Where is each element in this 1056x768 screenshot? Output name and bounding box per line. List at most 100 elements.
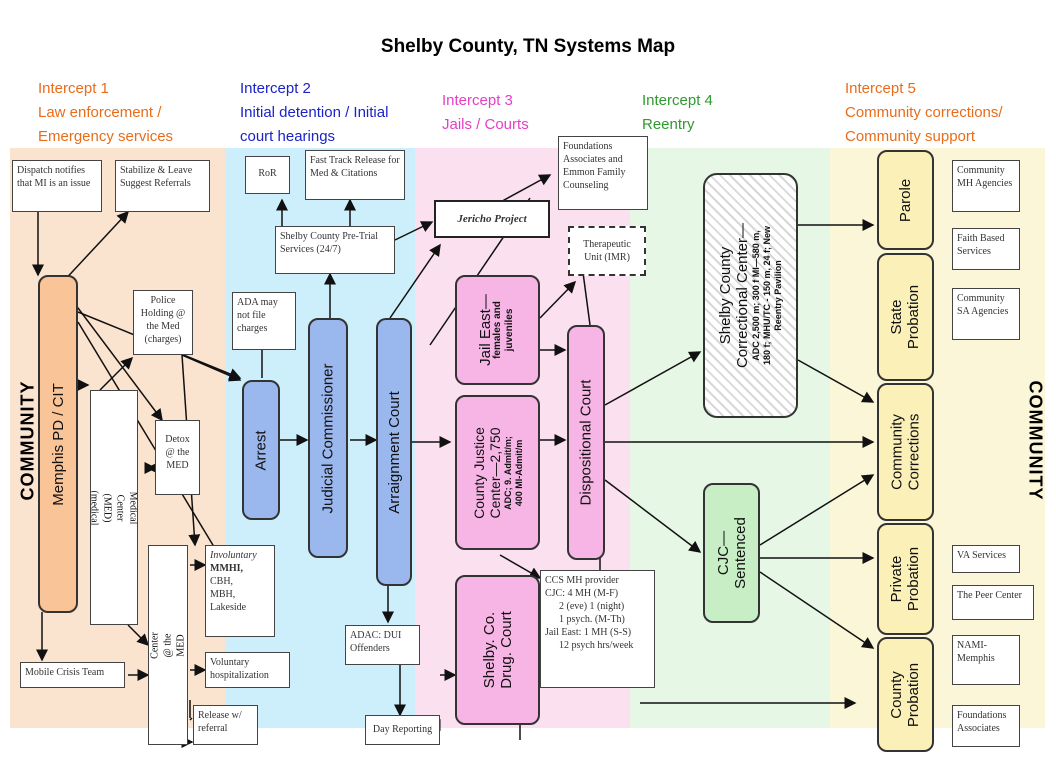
intercept3-label: Intercept 3	[442, 92, 513, 109]
ccs-line-6: 12 psych hrs/week	[559, 640, 634, 651]
therapeutic-unit-box: Therapeutic Unit (IMR)	[568, 226, 646, 276]
county-probation-node: County Probation	[877, 637, 934, 752]
memphis-pd-label: Memphis PD / CIT	[49, 382, 67, 506]
intercept5-heading: Intercept 5 Community corrections/ Commu…	[845, 77, 1003, 149]
ccs-line-5: Jail East: 1 MH (S-S)	[545, 627, 632, 638]
involuntary-cbh: CBH,	[210, 576, 234, 587]
community-corrections-node: Community Corrections	[877, 383, 934, 521]
arrest-label: Arrest	[252, 429, 270, 471]
jail-east-node: Jail East— females and juveniles	[455, 275, 540, 385]
community-sa-box: Community SA Agencies	[952, 288, 1020, 340]
ccs-line-4: 1 psych. (M-Th)	[559, 614, 625, 625]
cjc-sentenced-node: CJC— Sentenced	[703, 483, 760, 623]
cjc-stat-a: ADC; 9. Admit/m;	[502, 435, 513, 510]
ada-box: ADA may not file charges	[232, 292, 296, 350]
ccs-provider-box: CCS MH provider CJC: 4 MH (M-F) 2 (eve) …	[540, 570, 655, 688]
dispatch-box: Dispatch notifies that MI is an issue	[12, 160, 102, 212]
county-probation-title-a: County	[888, 670, 906, 719]
police-holding-box: Police Holding @ the Med (charges)	[133, 290, 193, 355]
scc-stat-a: ADC 2,500 m; 300 f MI—580 m,	[751, 230, 761, 361]
judicial-commissioner-node: Judicial Commissioner	[308, 318, 348, 558]
cjc-title-b: Center—2,750	[486, 426, 503, 519]
private-probation-title-b: Probation	[905, 546, 923, 612]
shelby-correctional-center-node: Shelby County Correctional Center— ADC 2…	[703, 173, 798, 418]
state-probation-label: State Probation	[889, 285, 923, 349]
lakeside-label: Lakeside Triage Center @ the MED (no cha…	[149, 631, 187, 659]
scc-title-b: Correctional Center—	[734, 222, 751, 369]
community-corrections-label: Community Corrections	[889, 414, 923, 491]
cjc-label: County Justice Center—2,750 ADC; 9. Admi…	[471, 427, 525, 519]
intercept4-subtitle: Reentry	[642, 116, 695, 133]
parole-label: Parole	[896, 178, 914, 222]
fast-track-box: Fast Track Release for Med & Citations	[305, 150, 405, 200]
jail-east-sub-b: juveniles	[503, 308, 515, 352]
drug-court-title-a: Shelby. Co.	[480, 611, 498, 689]
dispositional-court-node: Dispositional Court	[567, 325, 605, 560]
dispositional-court-label: Dispositional Court	[577, 379, 595, 506]
pretrial-services-box: Shelby County Pre-Trial Services (24/7)	[275, 226, 395, 274]
intercept3-subtitle: Jails / Courts	[442, 116, 529, 133]
rmc-box: Regional Medical Center (MED) (medical c…	[90, 390, 138, 625]
intercept3-heading: Intercept 3 Jails / Courts	[442, 89, 529, 137]
faith-based-box: Faith Based Services	[952, 228, 1020, 270]
judicial-commissioner-label: Judicial Commissioner	[319, 362, 337, 514]
rmc-label: Regional Medical Center (MED) (medical c…	[90, 490, 138, 525]
involuntary-mmhi: MMHI,	[210, 563, 244, 574]
va-services-box: VA Services	[952, 545, 1020, 573]
ccs-line-1: CCS MH provider	[545, 575, 619, 586]
community-corrections-title-b: Corrections	[905, 413, 923, 491]
stabilize-box: Stabilize & Leave Suggest Referrals	[115, 160, 210, 212]
jericho-project-box: Jericho Project	[434, 200, 550, 238]
scc-stat-c: Reentry Pavilion	[773, 260, 783, 331]
intercept1-heading: Intercept 1 Law enforcement / Emergency …	[38, 77, 173, 149]
release-box: Release w/ referral	[193, 705, 258, 745]
scc-title-a: Shelby County	[717, 246, 734, 345]
scc-label: Shelby County Correctional Center— ADC 2…	[717, 223, 784, 368]
arraignment-court-label: Arraignment Court	[385, 390, 403, 514]
ccs-line-3: 2 (eve) 1 (night)	[559, 601, 625, 612]
state-probation-node: State Probation	[877, 253, 934, 381]
adac-box: ADAC: DUI Offenders	[345, 625, 420, 665]
intercept2-label: Intercept 2	[240, 80, 311, 97]
drug-court-node: Shelby. Co. Drug. Court	[455, 575, 540, 725]
detox-box: Detox @ the MED	[155, 420, 200, 495]
private-probation-title-a: Private	[888, 555, 906, 603]
mobile-crisis-box: Mobile Crisis Team	[20, 662, 125, 688]
cjc-sentenced-title-a: CJC—	[714, 530, 732, 576]
voluntary-box: Voluntary hospitalization	[205, 652, 290, 688]
intercept2-heading: Intercept 2 Initial detention / Initial …	[240, 77, 388, 149]
cjc-stat-b: 400 MI-Admit/m	[513, 439, 524, 506]
arrest-node: Arrest	[242, 380, 280, 520]
state-probation-title-b: Probation	[905, 284, 923, 350]
map-title: Shelby County, TN Systems Map	[380, 36, 676, 57]
drug-court-title-b: Drug. Court	[497, 611, 515, 689]
state-probation-title-a: State	[888, 299, 906, 335]
county-probation-title-b: Probation	[905, 662, 923, 727]
foundations-counseling-box: Foundations Associates and Emmon Family …	[558, 136, 648, 210]
private-probation-label: Private Probation	[889, 547, 923, 611]
county-probation-label: County Probation	[889, 662, 923, 726]
jail-east-sub-a: females and	[491, 301, 503, 359]
foundations-associates-box: Foundations Associates	[952, 705, 1020, 747]
intercept2-subtitle-a: Initial detention / Initial	[240, 104, 389, 121]
intercept5-label: Intercept 5	[845, 80, 916, 97]
community-mh-box: Community MH Agencies	[952, 160, 1020, 212]
county-justice-center-node: County Justice Center—2,750 ADC; 9. Admi…	[455, 395, 540, 550]
intercept4-heading: Intercept 4 Reentry	[642, 89, 713, 137]
intercept5-subtitle-b: Community support	[845, 128, 976, 145]
jail-east-label: Jail East— females and juveniles	[476, 294, 515, 366]
ccs-line-2: CJC: 4 MH (M-F)	[545, 588, 619, 599]
intercept1-subtitle-b: Emergency services	[38, 128, 174, 145]
intercept4-label: Intercept 4	[642, 92, 713, 109]
memphis-pd-node: Memphis PD / CIT	[38, 275, 78, 613]
involuntary-title: Involuntary	[210, 550, 257, 561]
cjc-sentenced-title-b: Sentenced	[731, 517, 749, 589]
involuntary-box: Involuntary MMHI, CBH, MBH, Lakeside	[205, 545, 275, 637]
scc-stat-b: 180 f; MHU/TC - 150 m, 24 f; New	[762, 225, 772, 366]
intercept1-label: Intercept 1	[38, 80, 109, 97]
intercept1-subtitle-a: Law enforcement /	[38, 104, 162, 121]
intercept2-subtitle-b: court hearings	[240, 128, 336, 145]
private-probation-node: Private Probation	[877, 523, 934, 635]
lakeside-box: Lakeside Triage Center @ the MED (no cha…	[148, 545, 188, 745]
involuntary-mbh: MBH,	[210, 589, 236, 600]
